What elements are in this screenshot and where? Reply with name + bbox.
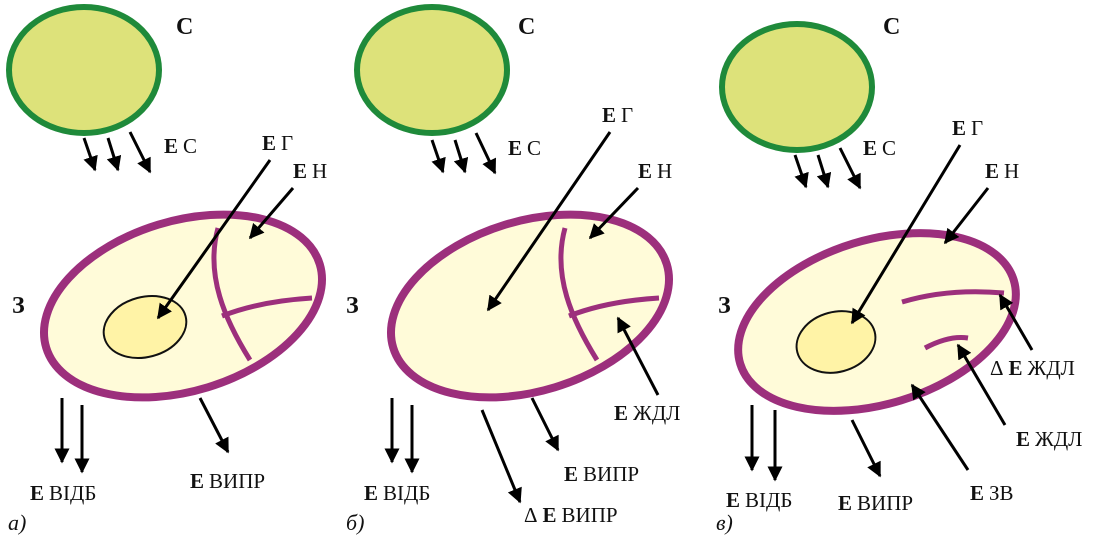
panel-caption: в) — [716, 510, 733, 535]
earth-ellipse — [716, 202, 1037, 442]
panel-caption: б) — [346, 510, 364, 535]
n-arrow — [945, 188, 988, 243]
earth-ellipse — [368, 183, 691, 429]
sun-energy-arrow — [108, 138, 118, 170]
sun-label: С — [883, 14, 900, 40]
sun-label: С — [518, 14, 535, 40]
sun-label: С — [176, 14, 193, 40]
sun-energy-arrow — [795, 155, 806, 187]
earth-ellipse — [21, 183, 344, 429]
earth-label: З — [346, 293, 359, 319]
sun-energy-arrow — [130, 132, 150, 172]
zv-arrow — [912, 385, 968, 470]
sun-energy-arrow — [432, 140, 443, 172]
sun-energy-arrow — [476, 133, 495, 173]
sun-energy-arrow — [84, 138, 95, 170]
earth-label: З — [12, 293, 25, 319]
sun-circle — [9, 7, 159, 133]
sun-circle — [357, 7, 507, 133]
sun-energy-arrow — [455, 140, 465, 172]
radiated-arrow — [852, 420, 880, 476]
radiated-arrow — [200, 398, 228, 452]
panel-caption: а) — [8, 510, 26, 535]
sun-energy-arrow — [840, 148, 860, 188]
sun-energy-arrow — [818, 155, 828, 187]
earth-label: З — [718, 293, 731, 319]
delta-radiated-arrow — [482, 410, 520, 502]
radiated-arrow — [532, 398, 558, 450]
sun-circle — [722, 24, 872, 150]
